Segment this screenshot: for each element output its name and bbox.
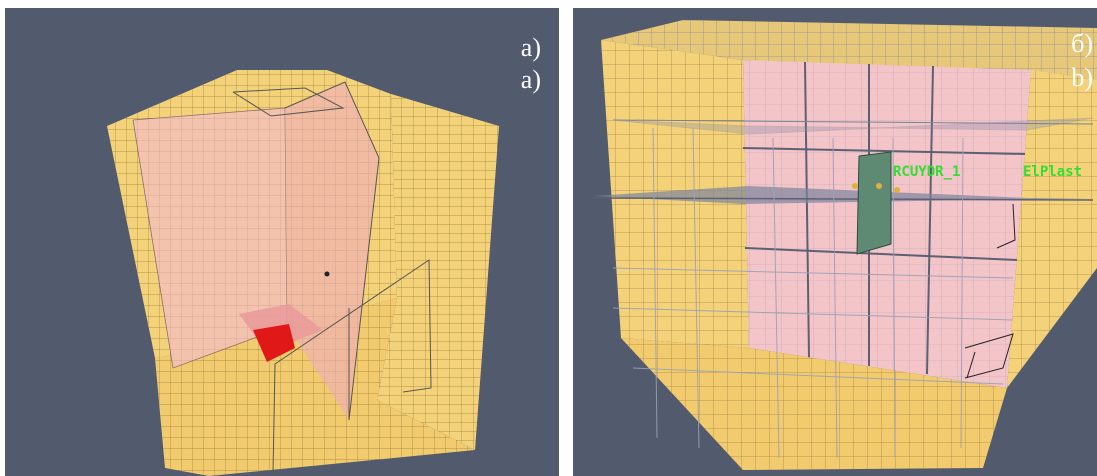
panel-b: RCUYDR_1 ElPlast б) b) [573,8,1097,476]
panel-b-scene [592,20,1097,470]
green-plate [856,151,892,255]
frame-lines-b [964,203,1016,379]
right-wall-b [1007,70,1097,388]
annotation-rcuydr: RCUYDR_1 [893,164,961,180]
panel-a-scene [107,70,499,476]
label-a-bottom: a) [520,65,541,94]
ceiling-b [601,20,1097,80]
floor-b [621,338,1007,470]
label-b-bottom: b) [1071,63,1093,92]
marker-dot [324,271,330,277]
frame-lines-a [272,259,432,475]
panel-a: а) a) [5,8,559,476]
yellow-marker-1 [852,183,858,189]
right-wall-a [377,94,499,450]
red-patch [239,304,323,362]
label-a-top: а) [520,33,541,62]
shelf-middle [592,186,1094,204]
shelf-upper [612,117,1094,135]
annotation-elplast: ElPlast [1023,164,1083,180]
yellow-marker-2 [876,183,882,189]
wire-mesh-b [612,127,1014,459]
top-hatch-outline [232,87,345,117]
yellow-marker-3 [894,187,900,193]
label-b-top: б) [1071,29,1093,58]
pink-panel-left [132,107,288,369]
